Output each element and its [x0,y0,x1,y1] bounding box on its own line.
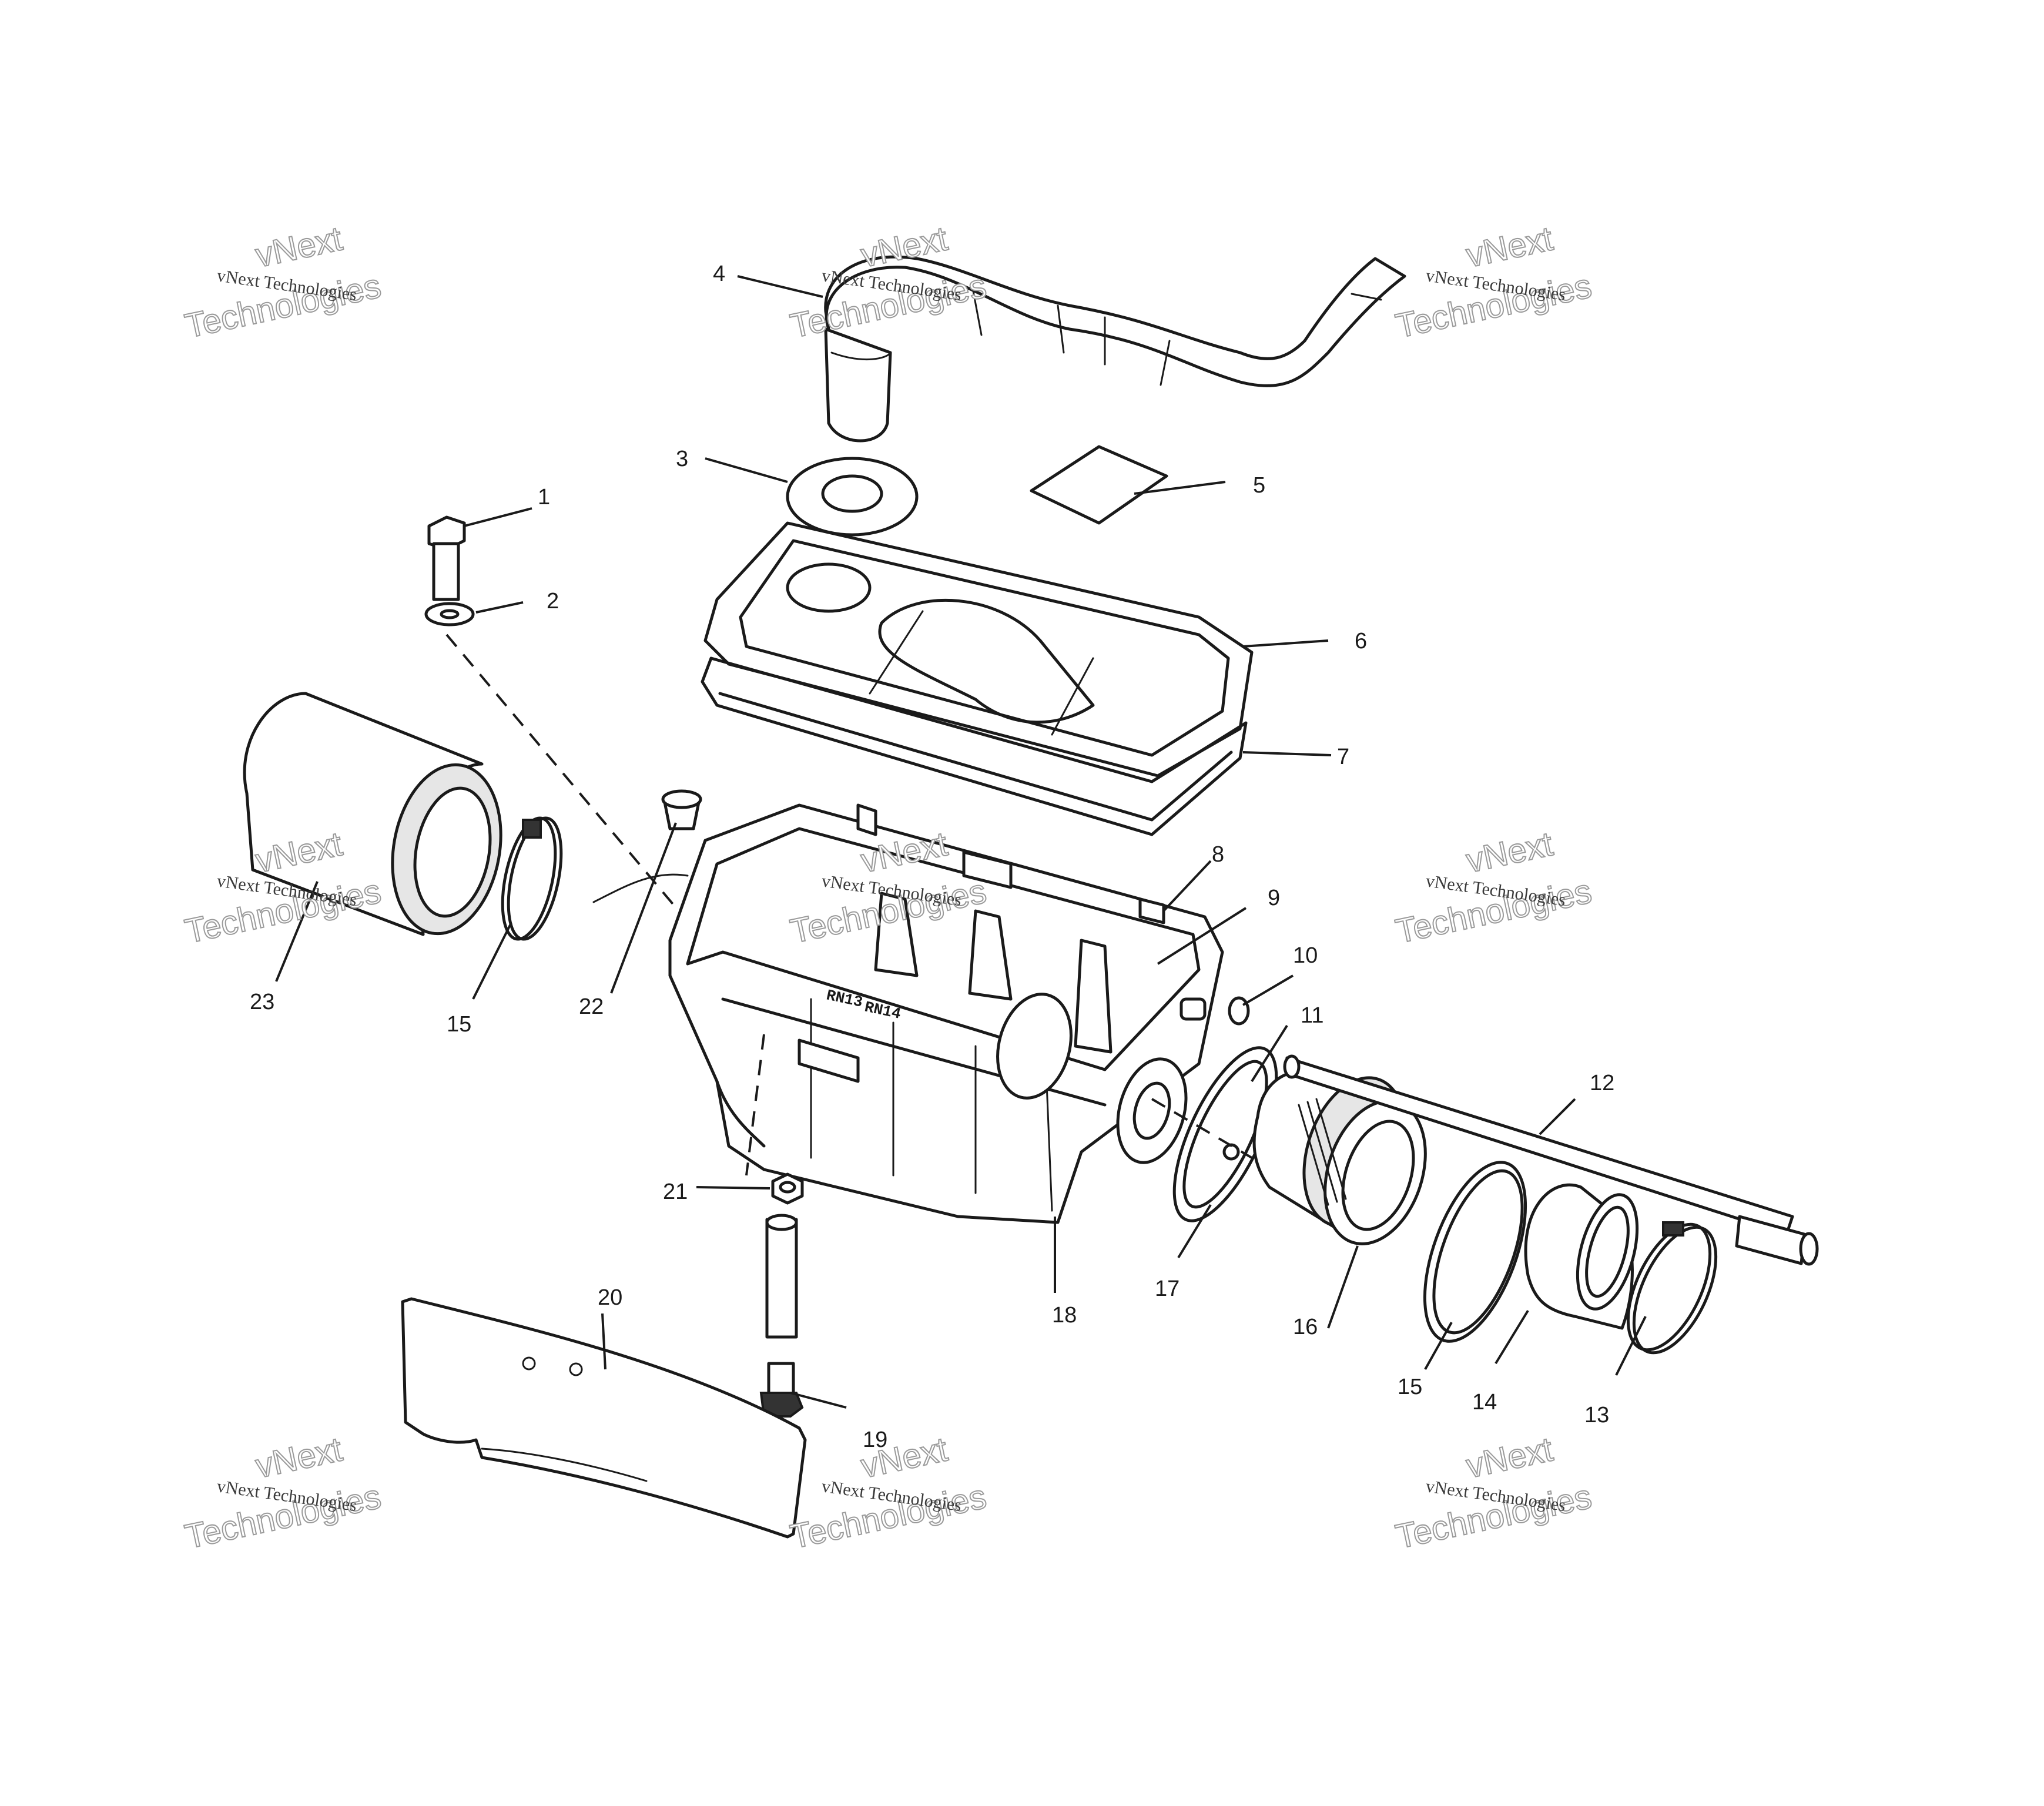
watermark-top-left: vNext Technologies vNext Technologies [181,219,385,346]
watermark-top-right: vNext Technologies vNext Technologies [1392,219,1596,346]
callout-11: 11 [1301,1003,1323,1028]
callout-15-right: 15 [1398,1375,1422,1399]
part-airbox: RN13 RN14 [668,803,1224,1224]
callout-labels: 1 2 3 4 5 6 7 8 9 10 11 12 13 14 15 15 1… [250,262,1614,1452]
part-intake-flange [1252,1068,1427,1245]
callout-22: 22 [579,994,604,1019]
part-seal-ring-right [1423,1161,1527,1343]
watermark-top-center: vNext Technologies vNext Technologies [786,219,990,346]
drain-hose-line [592,873,689,903]
callout-14: 14 [1472,1390,1497,1415]
callout-17: 17 [1155,1276,1180,1301]
callout-7: 7 [1337,745,1349,769]
callout-16: 16 [1293,1315,1318,1339]
part-washer [424,602,475,626]
part-decal [1030,445,1168,525]
svg-text:vNext: vNext [1463,825,1556,880]
callout-15-left: 15 [447,1012,471,1037]
callout-2: 2 [547,589,559,614]
callout-9: 9 [1268,886,1280,910]
part-airbox-cover [703,521,1254,778]
watermark-bottom-center: vNext Technologies vNext Technologies [786,1429,990,1556]
callout-21: 21 [663,1180,688,1204]
part-small-grommet [1180,996,1250,1026]
callout-5: 5 [1253,473,1265,498]
callout-18: 18 [1052,1303,1077,1328]
part-clamp-left [501,816,563,941]
callout-10: 10 [1293,943,1318,968]
svg-text:vNext: vNext [252,219,346,274]
svg-text:vNext: vNext [252,1430,346,1485]
part-gasket [701,656,1248,836]
part-tube [1283,1054,1819,1266]
callout-8: 8 [1212,842,1224,867]
svg-text:vNext: vNext [1463,1430,1556,1485]
callout-20: 20 [598,1285,622,1310]
watermark-middle-right: vNext Technologies vNext Technologies [1392,824,1596,951]
part-drain-tube [765,1214,798,1339]
callout-13: 13 [1584,1403,1609,1428]
svg-text:vNext: vNext [1463,219,1556,274]
part-nut [771,1172,804,1205]
part-grommet [786,457,919,537]
callout-3: 3 [676,447,688,471]
part-bolt [427,515,466,601]
bolt-alignment-line [445,634,695,930]
part-coupler-boot [1524,1183,1639,1330]
part-shield-plate [401,1297,807,1539]
watermark-bottom-right: vNext Technologies vNext Technologies [1392,1429,1596,1556]
part-air-filter [243,692,502,936]
callout-4: 4 [713,262,725,286]
callout-1: 1 [538,485,550,510]
part-hose-clamp [1626,1221,1718,1355]
part-gasket-ring [1172,1046,1278,1222]
leader-lines [275,275,1647,1409]
callout-19: 19 [863,1428,887,1452]
part-drain-plug [759,1362,804,1418]
part-boot [661,789,702,830]
flange-alignment-line [1151,1098,1253,1159]
drain-alignment-line [745,1034,765,1176]
callout-23: 23 [250,990,274,1014]
part-intake-duct [824,255,1406,443]
callout-6: 6 [1355,629,1367,654]
watermark-bottom-left: vNext Technologies vNext Technologies [181,1429,385,1556]
callout-12: 12 [1590,1071,1614,1095]
